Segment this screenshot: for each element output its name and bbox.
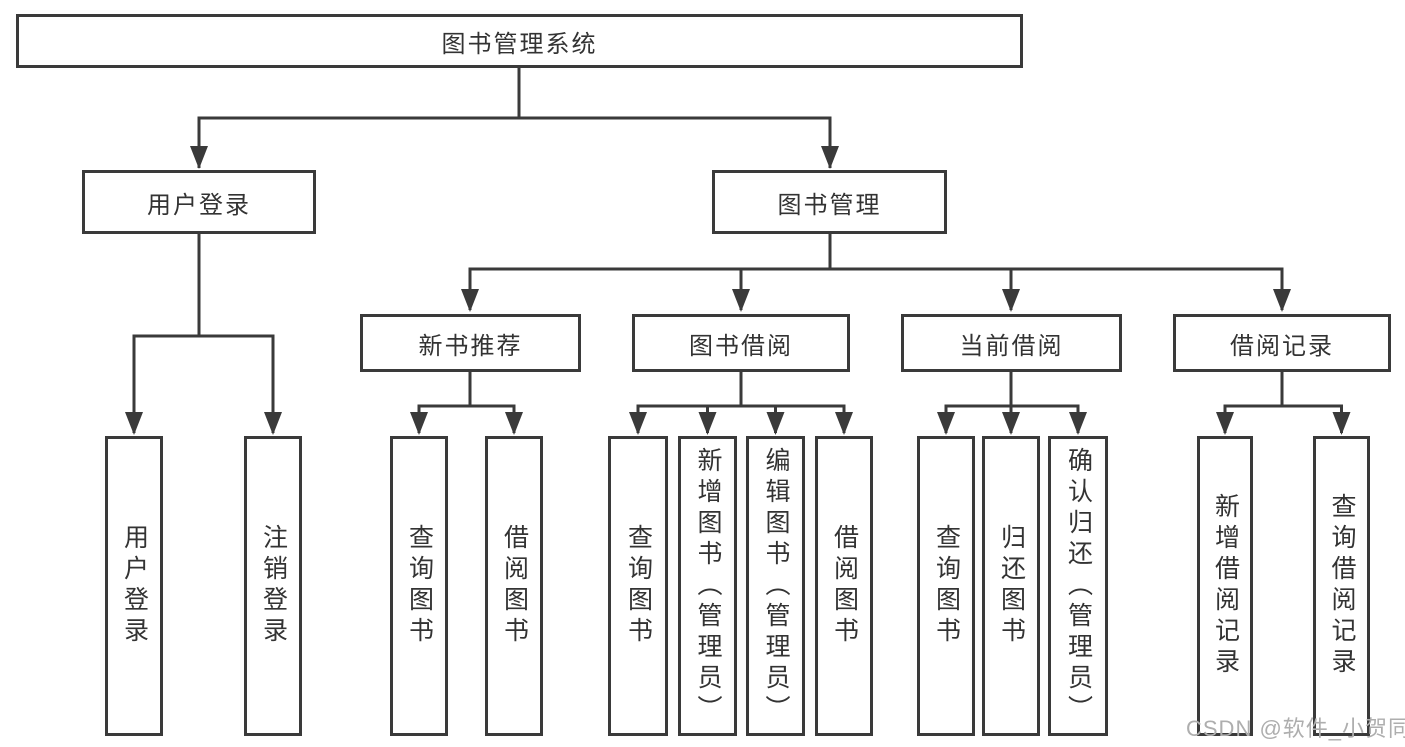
leaf-query-books-borrow: 查询图书 [608,436,668,736]
node-book-management: 图书管理 [712,170,947,234]
connector-lines [132,68,1343,433]
node-root: 图书管理系统 [16,14,1023,68]
leaf-borrow-books-recommend: 借阅图书 [485,436,543,736]
leaf-query-books-recommend: 查询图书 [390,436,448,736]
arrow-down-icon [264,412,282,435]
node-current-borrow: 当前借阅 [901,314,1122,372]
leaf-user-login: 用户登录 [105,436,163,736]
arrow-down-icon [835,412,853,435]
leaf-add-book-admin: 新增图书（管理员） [678,436,737,736]
leaf-return-books: 归还图书 [982,436,1040,736]
arrow-down-icon [461,289,479,312]
leaf-edit-book-admin: 编辑图书（管理员） [746,436,805,736]
leaf-logout: 注销登录 [244,436,302,736]
node-new-book-recommend: 新书推荐 [360,314,581,372]
leaf-add-borrow-record: 新增借阅记录 [1197,436,1253,736]
arrow-down-icon [766,412,785,435]
arrow-down-icon [732,289,750,312]
arrow-down-icon [937,412,955,435]
leaf-query-books-current: 查询图书 [917,436,975,736]
arrow-down-icon [629,412,647,435]
arrow-down-icon [1069,412,1087,435]
arrowhead-icons [125,146,1351,435]
arrow-down-icon [125,412,143,435]
csdn-watermark: CSDN @软件_小贺同学 [1186,716,1405,741]
arrow-down-icon [190,146,208,169]
arrow-down-icon [410,412,428,435]
arrow-down-icon [698,412,717,435]
leaf-confirm-return-admin: 确认归还（管理员） [1048,436,1108,736]
arrow-down-icon [1002,289,1020,312]
arrow-down-icon [1216,412,1234,435]
arrow-down-icon [1002,412,1020,435]
leaf-query-borrow-record: 查询借阅记录 [1313,436,1370,736]
arrow-down-icon [1273,289,1291,312]
arrow-down-icon [821,146,839,169]
node-user-login: 用户登录 [82,170,316,234]
arrow-down-icon [505,412,523,435]
arrow-down-icon [1332,412,1351,435]
node-book-borrow: 图书借阅 [632,314,850,372]
node-borrow-records: 借阅记录 [1173,314,1391,372]
leaf-borrow-books: 借阅图书 [815,436,873,736]
